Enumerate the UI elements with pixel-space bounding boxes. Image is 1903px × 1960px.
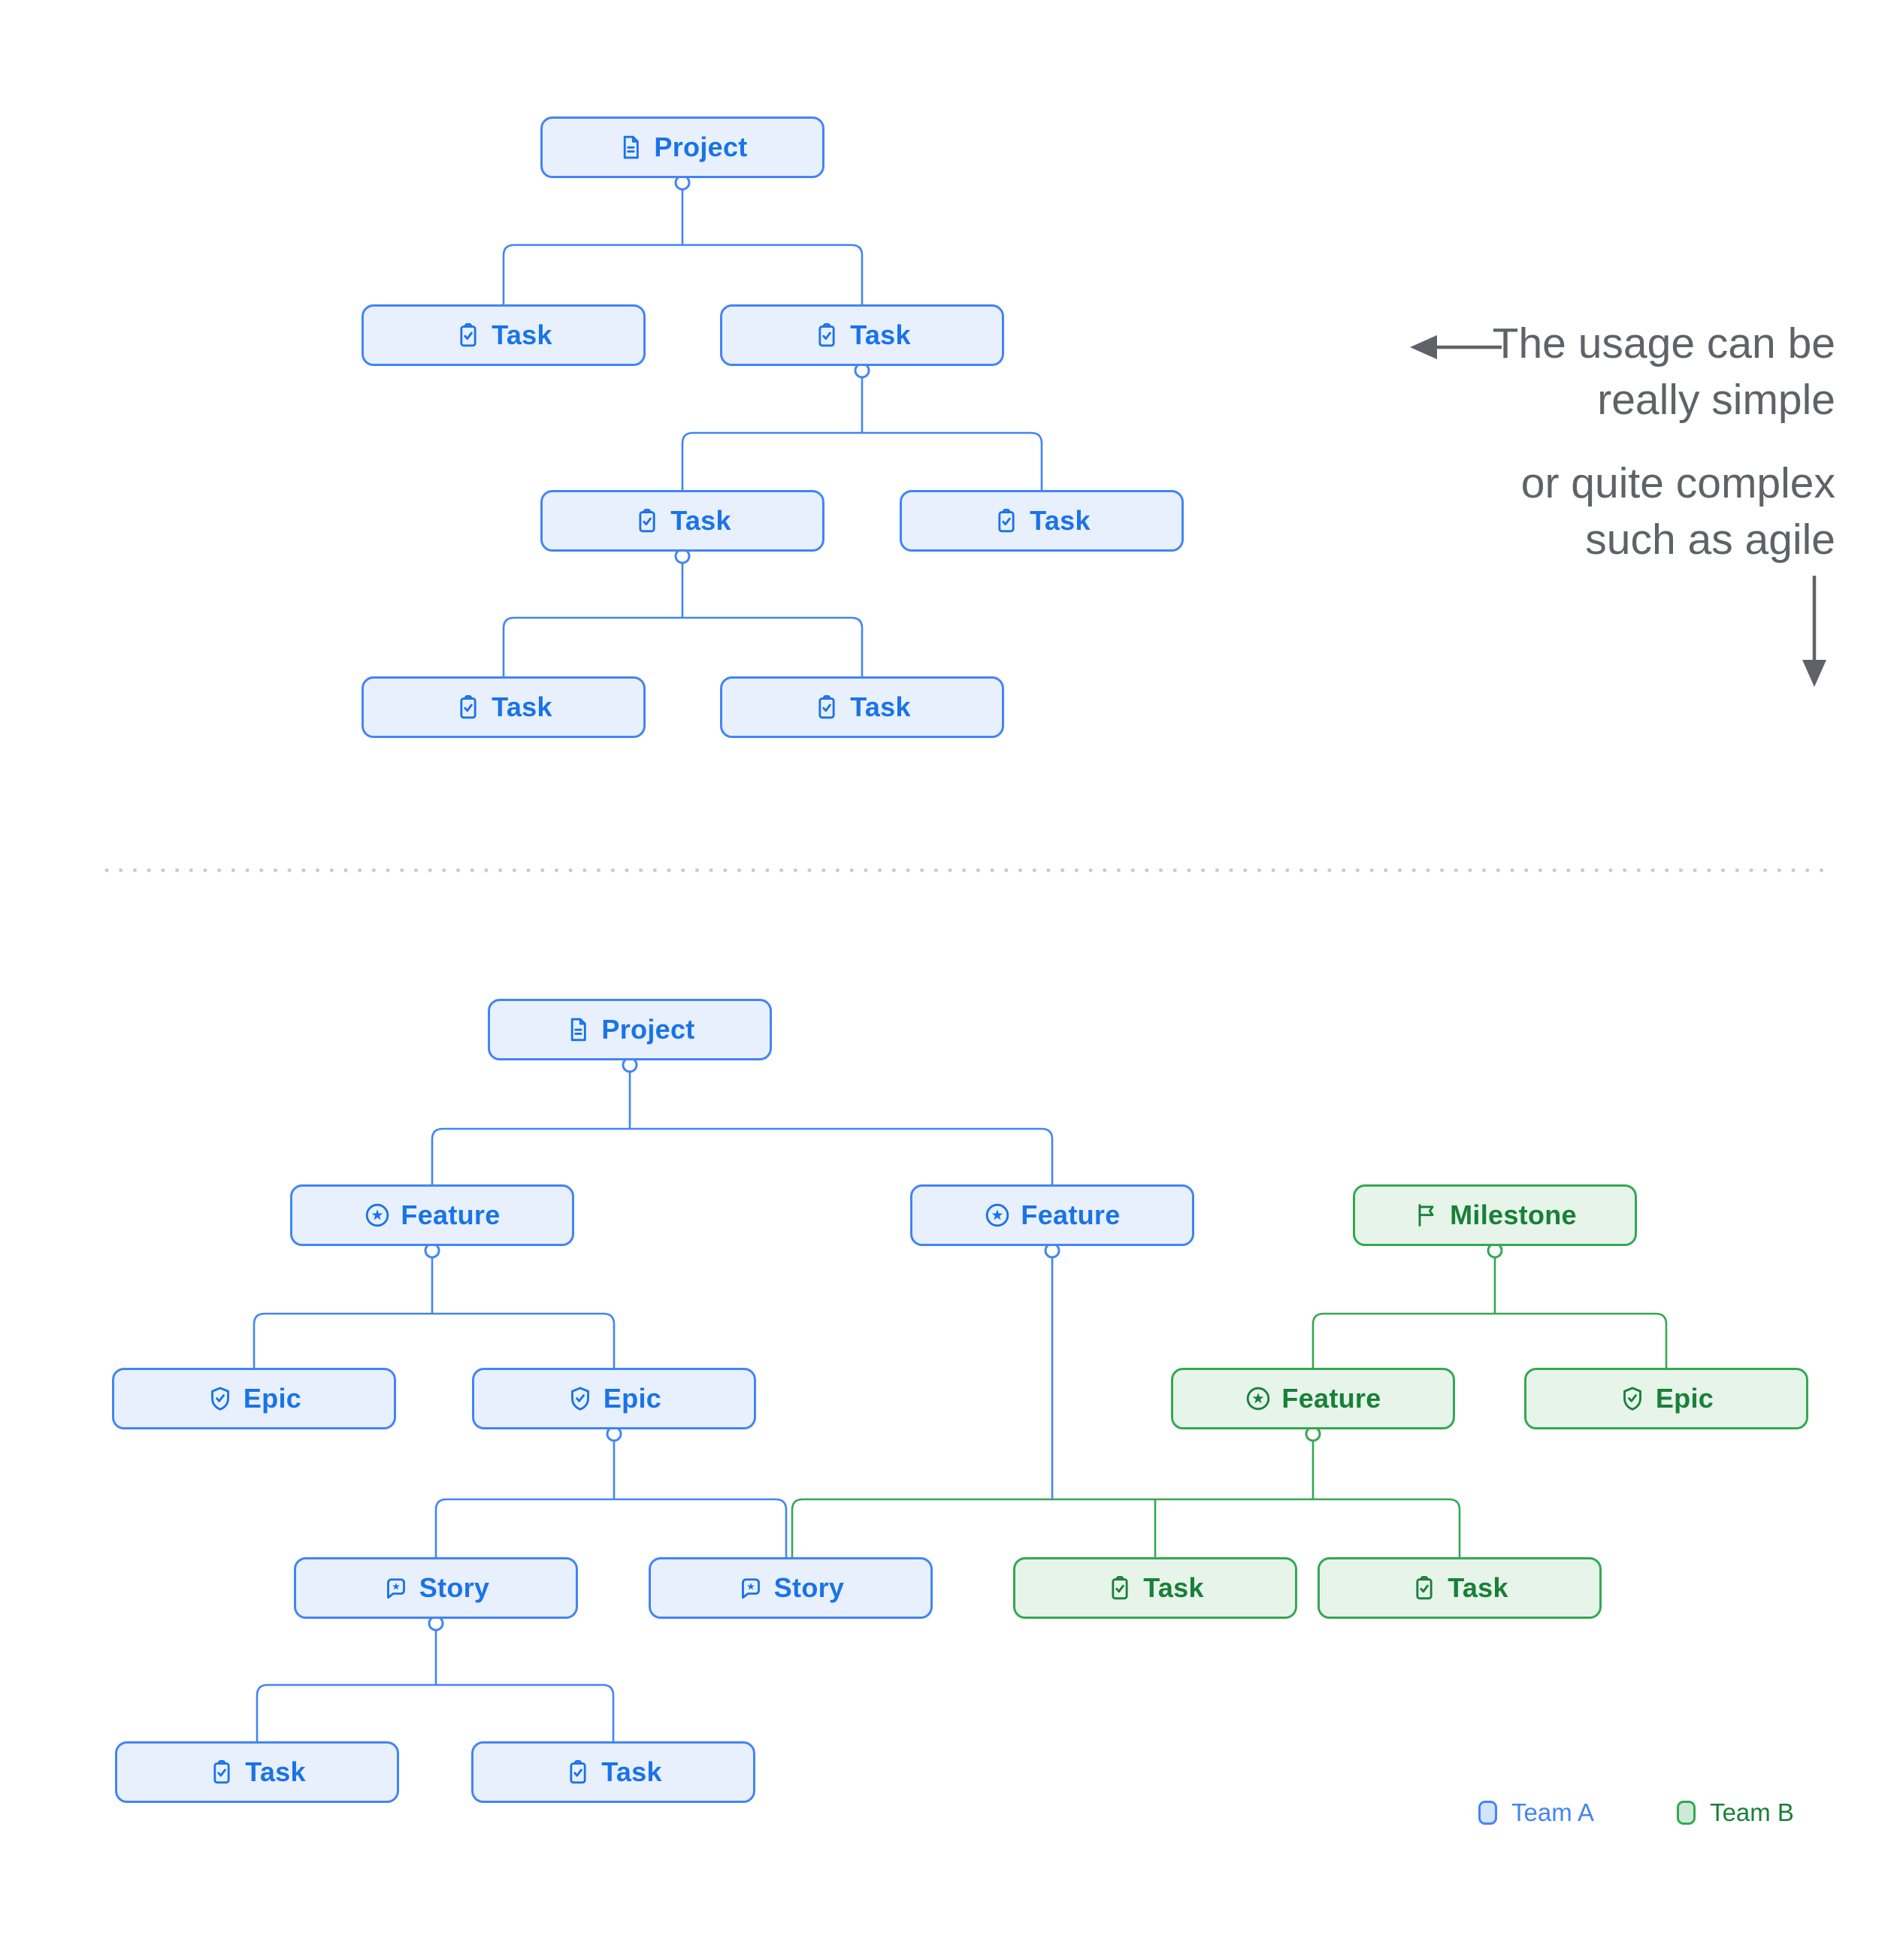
annotation-line: really simple bbox=[1597, 376, 1835, 424]
epic-icon bbox=[207, 1385, 234, 1412]
node-epic-2: Epic bbox=[472, 1368, 756, 1429]
down-arrow bbox=[1802, 576, 1826, 687]
node-label: Task bbox=[1143, 1572, 1204, 1603]
node-task-blue-2: Task bbox=[471, 1741, 755, 1803]
story-icon bbox=[383, 1574, 410, 1602]
node-label: Task bbox=[492, 691, 552, 722]
tree-edge bbox=[431, 1070, 1054, 1186]
node-feature-2: Feature bbox=[910, 1184, 1194, 1246]
node-label: Feature bbox=[401, 1199, 501, 1230]
node-feature-1: Feature bbox=[290, 1184, 574, 1246]
node-label: Story bbox=[773, 1572, 845, 1603]
left-arrow bbox=[1410, 335, 1502, 359]
team-b-swatch bbox=[1677, 1801, 1696, 1825]
tree-edge bbox=[502, 188, 864, 306]
team-a-swatch bbox=[1478, 1801, 1497, 1825]
task-icon bbox=[564, 1759, 591, 1786]
epic-icon bbox=[1619, 1385, 1646, 1412]
task-icon bbox=[813, 322, 840, 349]
tree-edge bbox=[502, 561, 864, 678]
feature-icon bbox=[1245, 1385, 1272, 1412]
node-label: Task bbox=[1030, 505, 1091, 536]
node-epic-3: Epic bbox=[1524, 1368, 1808, 1429]
node-label: Epic bbox=[243, 1383, 302, 1414]
node-task-blue-1: Task bbox=[115, 1741, 399, 1803]
node-label: Story bbox=[419, 1572, 490, 1603]
task-icon bbox=[813, 694, 840, 721]
node-label: Task bbox=[670, 505, 731, 536]
tree-edge bbox=[434, 1439, 788, 1559]
tree-edge bbox=[253, 1256, 616, 1369]
annotation-block-1: The usage can be really simple bbox=[1493, 316, 1835, 428]
tree-edge bbox=[791, 1439, 1461, 1559]
node-label: Task bbox=[850, 691, 911, 722]
team-b-label: Team B bbox=[1710, 1798, 1794, 1826]
story-icon bbox=[737, 1574, 764, 1602]
epic-icon bbox=[567, 1385, 594, 1412]
node-simple-task-2: Task bbox=[720, 304, 1004, 366]
tree-edges bbox=[253, 188, 1668, 1743]
team-a-label: Team A bbox=[1511, 1798, 1595, 1826]
task-icon bbox=[1106, 1574, 1133, 1602]
document-icon bbox=[617, 134, 644, 161]
legend-team-b: Team B bbox=[1677, 1798, 1794, 1827]
tree-edge bbox=[681, 376, 1043, 492]
node-label: Task bbox=[245, 1756, 306, 1787]
node-label: Task bbox=[1448, 1572, 1508, 1603]
node-story-1: Story bbox=[294, 1557, 578, 1619]
node-simple-project: Project bbox=[540, 116, 824, 178]
node-label: Feature bbox=[1021, 1199, 1121, 1230]
node-label: Task bbox=[492, 319, 552, 350]
annotation-line: or quite complex bbox=[1520, 459, 1835, 507]
flag-icon bbox=[1413, 1202, 1440, 1229]
node-milestone: Milestone bbox=[1353, 1184, 1637, 1246]
node-simple-task-1: Task bbox=[362, 304, 646, 366]
task-icon bbox=[455, 694, 482, 721]
node-simple-task-3: Task bbox=[540, 490, 824, 552]
annotation-line: such as agile bbox=[1585, 516, 1835, 564]
annotation-line: The usage can be bbox=[1492, 319, 1835, 368]
legend-team-a: Team A bbox=[1478, 1798, 1594, 1827]
node-label: Epic bbox=[603, 1383, 662, 1414]
feature-icon bbox=[984, 1202, 1011, 1229]
node-complex-project: Project bbox=[488, 999, 772, 1060]
task-icon bbox=[208, 1759, 235, 1786]
annotation-block-2: or quite complex such as agile bbox=[1493, 455, 1835, 568]
task-icon bbox=[1411, 1574, 1438, 1602]
node-label: Epic bbox=[1655, 1383, 1714, 1414]
feature-icon bbox=[364, 1202, 391, 1229]
node-feature-3: Feature bbox=[1171, 1368, 1455, 1429]
legend: Team A Team B bbox=[1478, 1798, 1794, 1827]
node-label: Task bbox=[601, 1756, 662, 1787]
tree-edge bbox=[256, 1629, 615, 1743]
node-label: Project bbox=[601, 1014, 695, 1045]
annotation-text: The usage can be really simple or quite … bbox=[1493, 316, 1835, 568]
node-story-2: Story bbox=[649, 1557, 933, 1619]
document-icon bbox=[564, 1016, 591, 1043]
task-icon bbox=[634, 507, 661, 534]
node-simple-task-4: Task bbox=[900, 490, 1184, 552]
node-task-green-2: Task bbox=[1318, 1557, 1602, 1619]
task-icon bbox=[455, 322, 482, 349]
tree-edge bbox=[1312, 1256, 1668, 1369]
node-label: Task bbox=[850, 319, 911, 350]
node-label: Project bbox=[654, 132, 748, 162]
node-label: Milestone bbox=[1450, 1199, 1577, 1230]
node-simple-task-5: Task bbox=[362, 676, 646, 738]
node-label: Feature bbox=[1281, 1383, 1381, 1414]
node-epic-1: Epic bbox=[112, 1368, 396, 1429]
node-simple-task-6: Task bbox=[720, 676, 1004, 738]
task-icon bbox=[993, 507, 1020, 534]
node-task-green-1: Task bbox=[1013, 1557, 1297, 1619]
